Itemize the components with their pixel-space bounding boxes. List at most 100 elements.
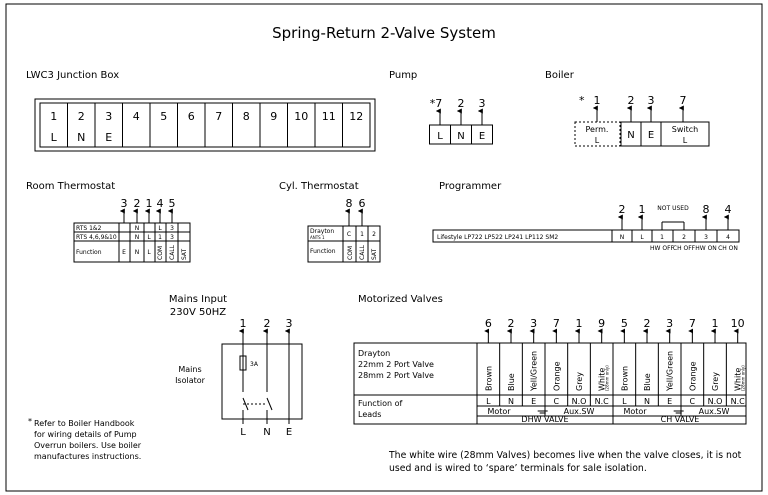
rts-function-label: Function [76, 249, 102, 256]
dhw-lead-3: C [554, 397, 560, 406]
mains-letter-e: E [286, 427, 292, 438]
lwc3-terminal-2: 2 [78, 110, 85, 123]
dhw-num-4: 1 [576, 317, 583, 330]
lwc3-letter-n: N [77, 131, 85, 144]
ch-wire-white: White [734, 368, 743, 391]
dhw-num-2: 3 [530, 317, 537, 330]
ch-num-4: 1 [712, 317, 719, 330]
cyl-thermostat-label: Cyl. Thermostat [279, 181, 359, 192]
valves-drayton: Drayton [358, 349, 390, 358]
rt-num-5: 5 [169, 197, 176, 210]
lwc3-terminal-1: 1 [50, 110, 57, 123]
ch-lead-4: N.O [708, 397, 723, 406]
mains-num-3: 3 [286, 317, 293, 330]
pump-letter-l: L [437, 131, 443, 142]
footnote-star: * [28, 417, 32, 426]
lwc3-terminal-4: 4 [133, 110, 140, 123]
programmer-label: Programmer [439, 181, 502, 192]
mains-num-2: 2 [264, 317, 271, 330]
rts-row2-3: 3 [170, 234, 174, 241]
footnote-block: * Refer to Boiler Handbook for wiring de… [28, 417, 142, 461]
cyl-num-6: 6 [359, 197, 366, 210]
lwc3-letter-l: L [51, 131, 58, 144]
boiler-perm-l: L [595, 136, 600, 145]
boiler-star: * [579, 94, 585, 107]
ch-lead-2: E [667, 397, 672, 406]
lwc3-label: LWC3 Junction Box [26, 70, 119, 81]
ch-lead-1: N [644, 397, 650, 406]
dhw-wire-grey: Grey [575, 372, 584, 391]
rts-row2-1: 1 [158, 234, 162, 241]
ch-wire-blue: Blue [643, 373, 652, 391]
dhw-valve-label: DHW VALVE [521, 415, 568, 424]
rt-num-3: 3 [121, 197, 128, 210]
boiler-e: E [648, 130, 654, 141]
footnote-line-2: for wiring details of Pump [34, 430, 137, 439]
dhw-lead-0: L [486, 397, 491, 406]
ch-motor: Motor [623, 407, 647, 416]
valves-line3: 28mm 2 Port Valve [358, 371, 434, 380]
boiler-switch: Switch [672, 125, 698, 134]
prog-cell-n: N [620, 234, 625, 241]
prog-num-1: 1 [639, 203, 646, 216]
dhw-num-3: 7 [553, 317, 560, 330]
mains-fuse: 3A [250, 361, 259, 368]
rts-row1-label: RTS 1&2 [76, 225, 102, 232]
lwc3-terminal-6: 6 [188, 110, 195, 123]
ch-wire-yellgreen: Yell/Green [666, 351, 675, 392]
mains-input-block: Mains Input 230V 50HZ 1 2 3 Mains Isolat… [169, 294, 303, 438]
valves-function-2: Leads [358, 410, 381, 419]
ch-num-5: 10 [731, 317, 745, 330]
valves-label: Motorized Valves [358, 294, 443, 305]
rts-row1-3: 3 [170, 225, 174, 232]
rt-num-2: 2 [134, 197, 141, 210]
boiler-n: N [627, 130, 634, 141]
ch-wire-orange: Orange [688, 361, 697, 391]
pump-num-2: 3 [479, 97, 486, 110]
dhw-wire-blue: Blue [507, 373, 516, 391]
valves-line2: 22mm 2 Port Valve [358, 360, 434, 369]
dhw-wire-white: White [598, 368, 607, 391]
rts-row2-n: N [135, 234, 140, 241]
pump-letter-e: E [479, 131, 485, 142]
cyl-cell-c: C [347, 231, 351, 238]
dhw-lead-1: N [508, 397, 514, 406]
prog-models: Lifestyle LP722 LP522 LP241 LP112 SM2 [437, 234, 558, 241]
prog-not-used: NOT USED [657, 205, 689, 212]
rts-func-l: L [147, 249, 151, 256]
boiler-num-2: 2 [628, 94, 635, 107]
room-thermostat-label: Room Thermostat [26, 181, 115, 192]
rts-row2-label: RTS 4,6,9&10 [76, 234, 117, 241]
cyl-cell-2: 2 [372, 231, 376, 238]
lwc3-terminal-9: 9 [270, 110, 277, 123]
cyl-func-sat: SAT [371, 248, 378, 260]
dhw-lead-4: N.O [572, 397, 587, 406]
boiler-switch-l: L [683, 136, 688, 145]
pump-letter-n: N [457, 131, 464, 142]
motorized-valves-block: Motorized Valves Drayton 22mm 2 Port Val… [353, 294, 747, 425]
mains-letter-n: N [263, 427, 270, 438]
mains-letter-l: L [240, 427, 246, 438]
mains-label-2: 230V 50HZ [170, 307, 226, 318]
dhw-aux: Aux.SW [564, 407, 595, 416]
dhw-motor: Motor [487, 407, 511, 416]
cyl-num-8: 8 [346, 197, 353, 210]
cyl-drayton: Drayton [310, 228, 334, 235]
ch-lead-0: L [622, 397, 627, 406]
boiler-num-3: 3 [648, 94, 655, 107]
prog-hw-off: HW OFF [650, 245, 675, 252]
rts-row2-l: L [147, 234, 151, 241]
boiler-block: Boiler * 1 2 3 7 Perm. L N E Switch L [545, 70, 710, 147]
mains-isolator-1: Mains [178, 365, 201, 374]
ch-num-1: 2 [644, 317, 651, 330]
prog-num-2: 2 [619, 203, 626, 216]
boiler-label: Boiler [545, 70, 575, 81]
rts-func-sat: SAT [181, 248, 188, 260]
dhw-valve-columns: 6BrownL2BlueN3Yell/GreenE7OrangeC1GreyN.… [484, 317, 610, 414]
lwc3-letter-e: E [105, 131, 112, 144]
dhw-num-5: 9 [598, 317, 605, 330]
